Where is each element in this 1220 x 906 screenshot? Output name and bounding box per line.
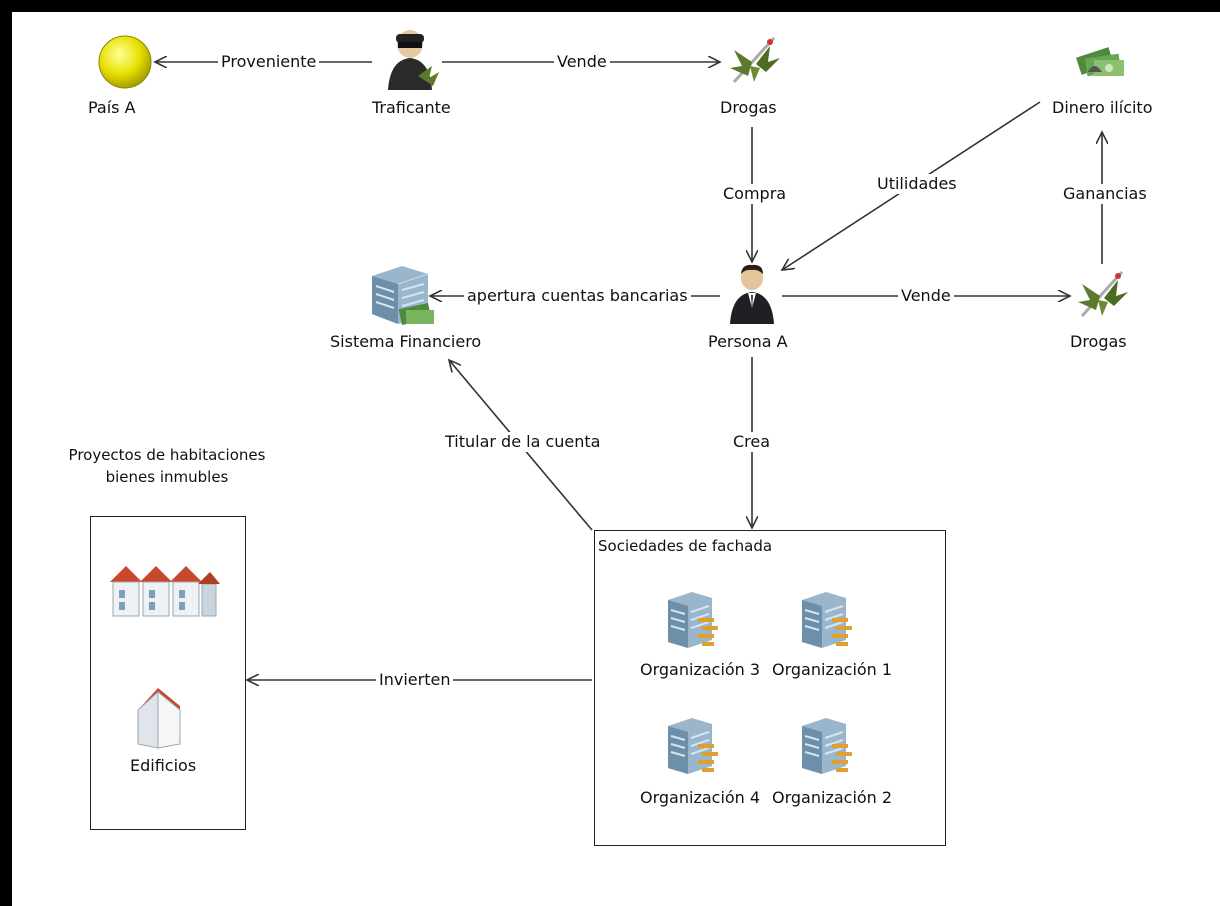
group-proyectos [90, 516, 246, 830]
node-label-org4: Organización 4 [640, 788, 761, 807]
node-label-pais-a: País A [88, 98, 136, 117]
bank-icon [372, 266, 434, 325]
group-sociedades [594, 530, 946, 846]
node-label-sistema-financiero: Sistema Financiero [330, 332, 482, 351]
group-label-proyectos: Proyectos de habitaciones bienes inmuble… [68, 446, 266, 486]
node-label-org2: Organización 2 [772, 788, 893, 807]
node-label-drogas-right: Drogas [1070, 332, 1127, 351]
node-label-drogas-top: Drogas [720, 98, 777, 117]
edge-label-vende-top: Vende [554, 52, 610, 72]
organization-icon [802, 592, 852, 648]
edge-label-invierten: Invierten [376, 670, 454, 690]
node-label-traficante: Traficante [372, 98, 451, 117]
organization-icon [668, 718, 718, 774]
edge-label-utilidades: Utilidades [874, 174, 960, 194]
edge-label-crea: Crea [730, 432, 774, 452]
node-label-persona-a: Persona A [708, 332, 788, 351]
trafficker-icon [388, 30, 439, 90]
edge-label-proveniente: Proveniente [218, 52, 320, 72]
country-icon [98, 35, 152, 89]
building-icon [137, 688, 181, 749]
organization-icon [802, 718, 852, 774]
edge-label-titular: Titular de la cuenta [442, 432, 604, 452]
node-label-org3: Organización 3 [640, 660, 761, 679]
edge-label-ganancias: Ganancias [1060, 184, 1150, 204]
diagram-canvas: Proyectos de habitaciones bienes inmuble… [12, 12, 1220, 906]
edge-label-apertura: apertura cuentas bancarias [464, 286, 691, 306]
node-label-org1: Organización 1 [772, 660, 893, 679]
organization-icon [668, 592, 718, 648]
group-label-sociedades: Sociedades de fachada [598, 537, 773, 555]
houses-icon [110, 566, 220, 617]
edge-label-vende-right: Vende [898, 286, 954, 306]
node-label-dinero-ilicito: Dinero ilícito [1052, 98, 1153, 117]
person-icon [730, 264, 774, 324]
node-label-edificios: Edificios [130, 756, 197, 775]
edge-label-compra: Compra [720, 184, 790, 204]
money-icon [1076, 47, 1124, 77]
drugs-icon [1078, 270, 1128, 318]
drugs-icon [730, 36, 780, 84]
